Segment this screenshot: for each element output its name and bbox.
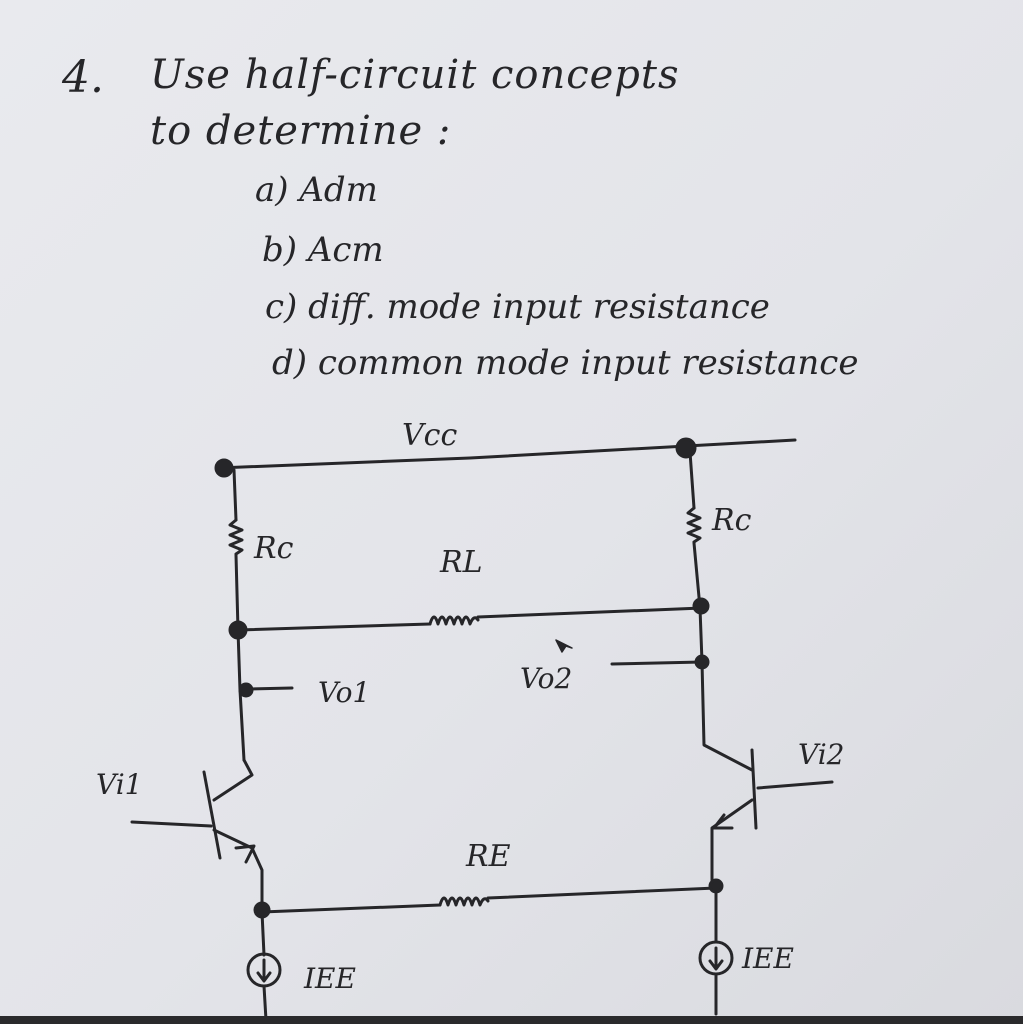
rl-resistor bbox=[428, 615, 480, 626]
iee-left-arrow bbox=[256, 958, 272, 983]
q1-emitter-arrow bbox=[234, 844, 256, 864]
rl-wire-right bbox=[476, 606, 704, 619]
q2-emitter bbox=[710, 798, 754, 887]
rl-label: RL bbox=[439, 545, 483, 580]
rc-left-resistor bbox=[228, 518, 244, 556]
vi2-label: Vi2 bbox=[798, 738, 845, 771]
vcc-node-left bbox=[214, 458, 234, 478]
rc-right-label: Rc bbox=[711, 503, 752, 538]
iee-right-arrow bbox=[708, 946, 724, 971]
option-a: a) Adm bbox=[255, 170, 378, 210]
option-c: c) diff. mode input resistance bbox=[265, 287, 770, 327]
re-wire-right bbox=[486, 886, 718, 900]
right-vcc-wire bbox=[688, 450, 696, 510]
left-collector-wire bbox=[234, 553, 246, 762]
rl-wire-left bbox=[236, 622, 432, 632]
left-vcc-wire bbox=[232, 468, 238, 522]
question-line-1: Use half-circuit concepts bbox=[150, 52, 680, 98]
re-label: RE bbox=[465, 839, 511, 874]
vi1-label: Vi1 bbox=[96, 768, 143, 801]
question-line-2: to determine : bbox=[150, 108, 452, 154]
iee-right-label: IEE bbox=[741, 942, 794, 975]
q2-base-bar bbox=[750, 748, 758, 830]
vcc-rail bbox=[216, 438, 797, 470]
screen-bottom-edge bbox=[0, 1016, 1023, 1024]
re-resistor bbox=[438, 896, 490, 907]
q2-emitter-arrow bbox=[712, 813, 734, 830]
option-d: d) common mode input resistance bbox=[272, 343, 859, 383]
rc-right-resistor bbox=[686, 506, 702, 544]
q1-emitter bbox=[212, 828, 264, 907]
q1-collector bbox=[212, 758, 254, 802]
option-b: b) Acm bbox=[262, 230, 384, 270]
vi2-base-lead bbox=[756, 780, 834, 790]
problem-number: 4. bbox=[62, 52, 104, 103]
rc-left-label: Rc bbox=[253, 531, 294, 566]
vo2-label: Vo2 bbox=[520, 662, 572, 695]
vo1-lead bbox=[248, 686, 294, 691]
vo2-lead bbox=[610, 660, 704, 666]
iee-left-top-wire bbox=[260, 910, 266, 957]
iee-left-bottom-wire bbox=[262, 984, 268, 1022]
vcc-node-right bbox=[675, 437, 697, 459]
vi1-base-lead bbox=[130, 820, 213, 828]
q1-base-bar bbox=[202, 770, 222, 860]
cursor-mark bbox=[555, 639, 573, 653]
vcc-label: Vcc bbox=[402, 418, 457, 453]
re-wire-left bbox=[260, 903, 442, 914]
vo1-label: Vo1 bbox=[318, 676, 370, 709]
iee-left-label: IEE bbox=[303, 962, 356, 995]
right-collector-node bbox=[692, 597, 710, 615]
